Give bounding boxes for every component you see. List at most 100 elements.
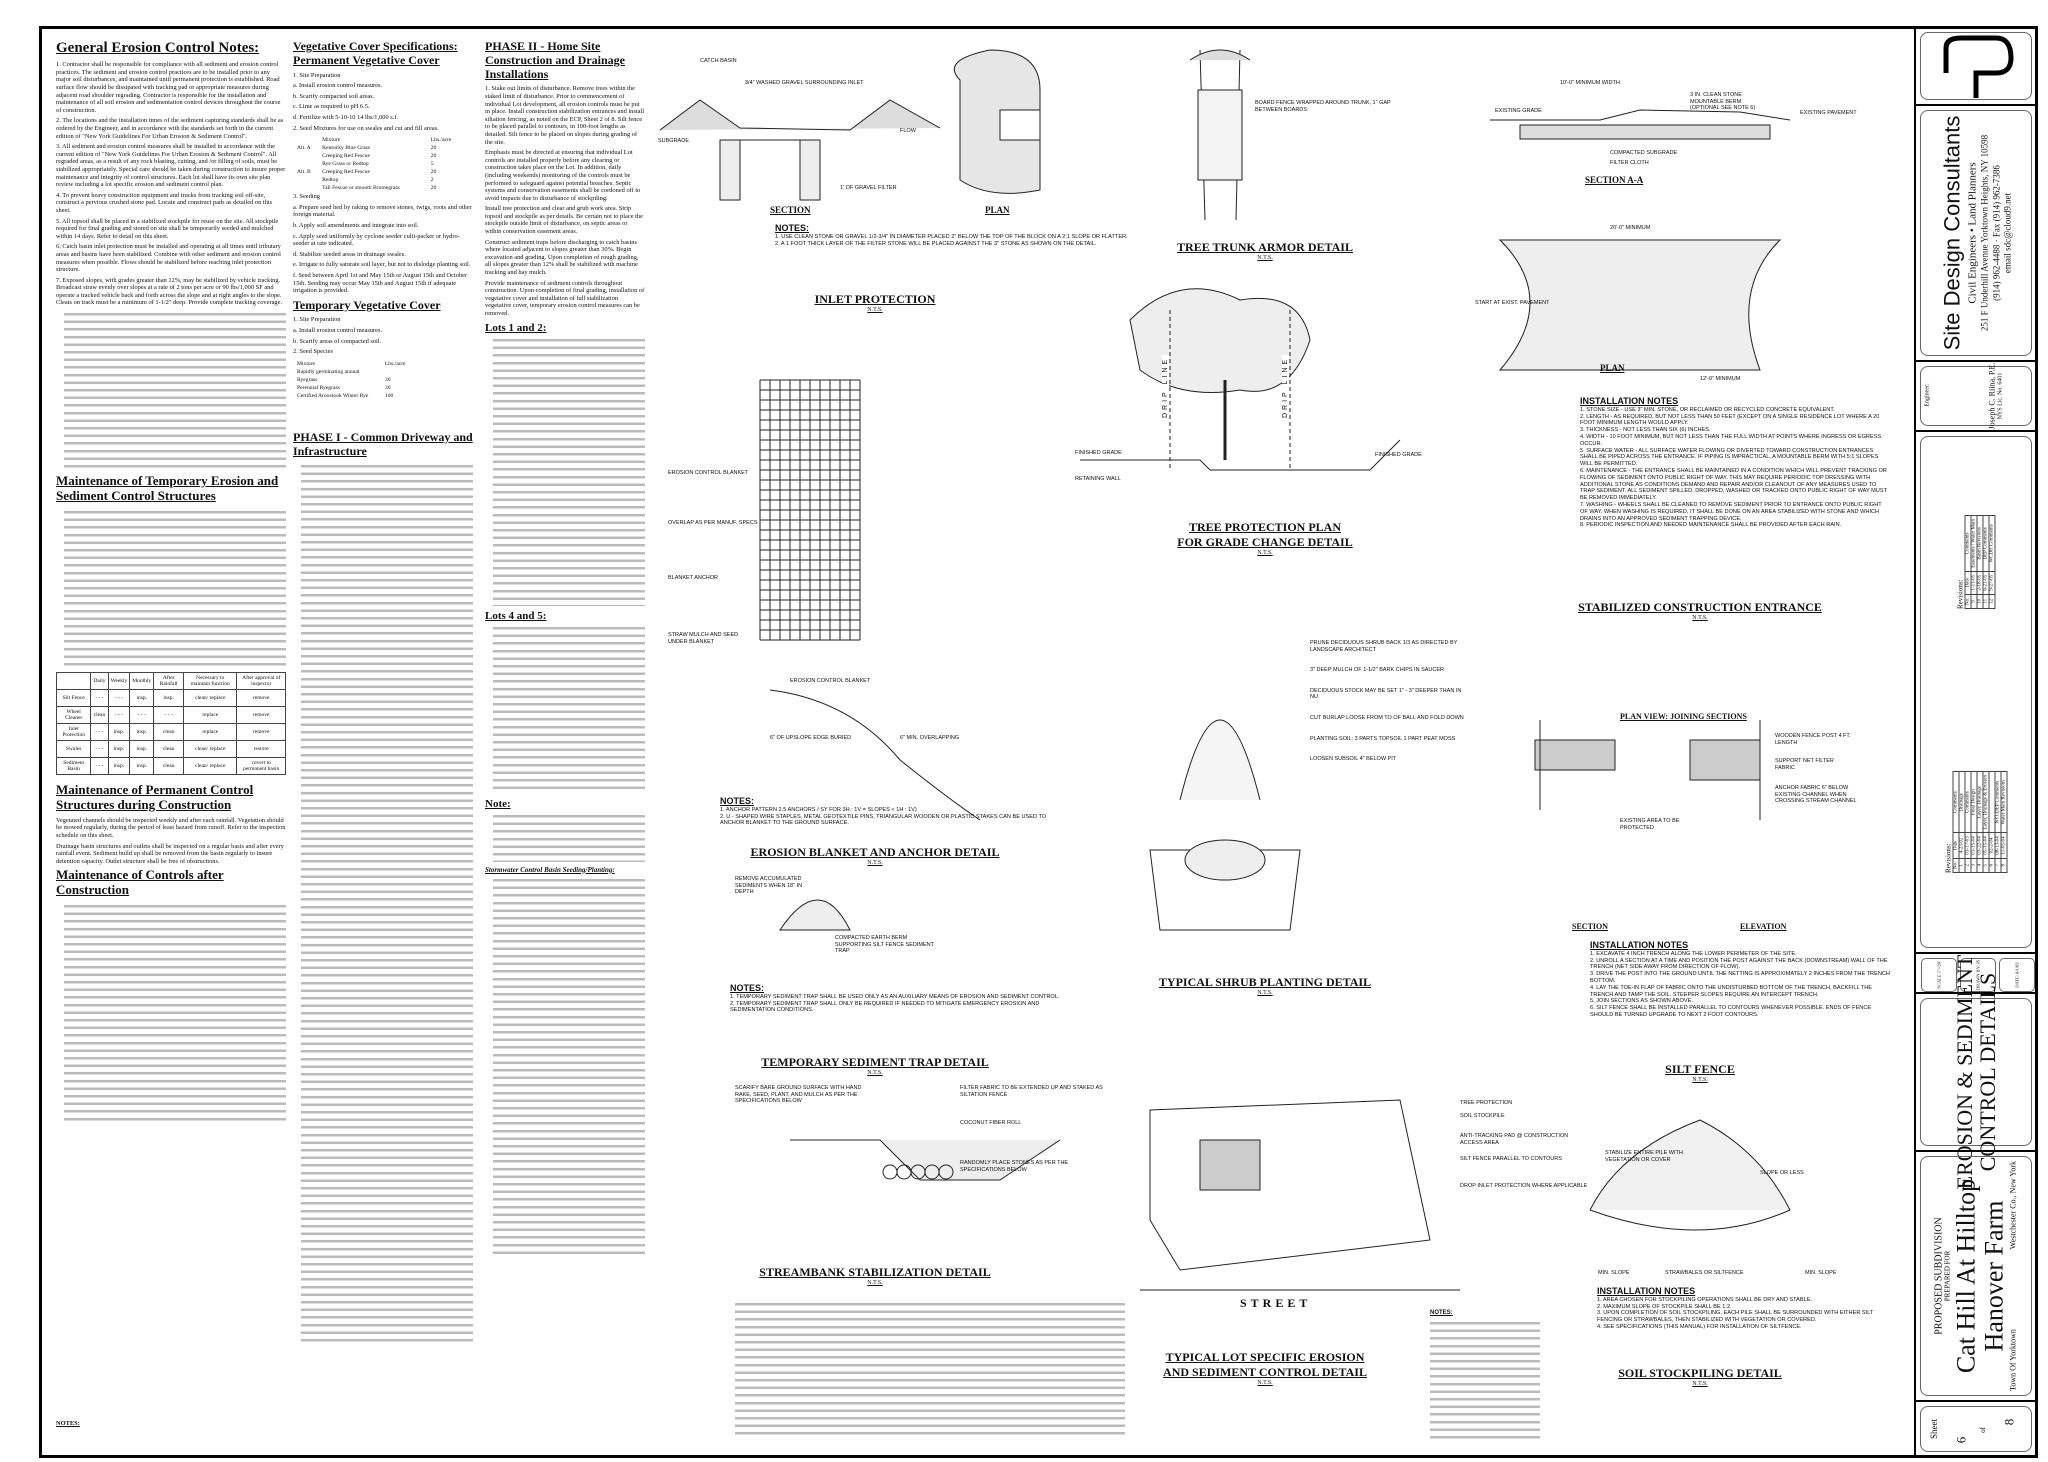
label: 10'-0" MINIMUM WIDTH bbox=[1560, 80, 1620, 86]
revisions-label: Revisions: bbox=[1956, 579, 1965, 610]
text-line: 6. SILT FENCE SHALL BE INSTALLED PARALLE… bbox=[1590, 1005, 1872, 1018]
text-line: 8. PERIODIC INSPECTION AND NEEDED MAINTE… bbox=[1580, 522, 1842, 529]
label: 20'-0" MINIMUM bbox=[1610, 225, 1651, 231]
table-cell: Creeping Red Fescue bbox=[322, 153, 370, 160]
text-line: d. Stabilize seeded areas in drainage sw… bbox=[293, 250, 406, 258]
engineer-name: Joseph C. Riina, P.E. bbox=[1987, 362, 1997, 430]
lots45-heading: Lots 4 and 5: bbox=[485, 609, 547, 622]
text-line: 7. Exposed slopes, with grades greater t… bbox=[56, 276, 283, 307]
text-line: 2. Seed Mixtures for use on swales and c… bbox=[293, 124, 439, 132]
table-cell: Alt. A bbox=[297, 145, 311, 152]
drip-line-label: DRIP LINE bbox=[1282, 354, 1289, 420]
table-cell: Creeping Red Fescue bbox=[322, 169, 370, 176]
company-box: Site Design Consultants Civil Engineers … bbox=[1914, 104, 2038, 362]
text-line: Install tree protection and clear and gr… bbox=[485, 205, 643, 236]
label: FINISHED GRADE bbox=[1075, 450, 1122, 456]
text-block bbox=[493, 875, 645, 1256]
table-cell: covert to permanent basin bbox=[236, 756, 286, 775]
label: STABILIZE ENTIRE PILE WITH VEGETATION OR… bbox=[1605, 1150, 1683, 1163]
text-line: 5. JOIN SECTIONS AS SHOWN ABOVE. bbox=[1590, 998, 1693, 1005]
lots12-heading: Lots 1 and 2: bbox=[485, 321, 547, 334]
table-cell: Water Main Revisions bbox=[2001, 771, 2007, 833]
company-tagline: Civil Engineers • Land Planners bbox=[1966, 162, 1978, 304]
shrub-labels: PRUNE DECIDUOUS SHRUB BACK 1/3 AS DIRECT… bbox=[1310, 640, 1464, 763]
table-cell: Alt. B bbox=[297, 169, 311, 176]
table-cell: 20 bbox=[430, 169, 437, 176]
section-label: SECTION A-A bbox=[1585, 175, 1644, 185]
text-line: a. Prepare seed bed by raking to remove … bbox=[293, 203, 472, 219]
company-address: 251 F Underhill Avenue Yorktown Heights,… bbox=[1979, 134, 1990, 332]
lot-labels: TREE PROTECTION SOIL STOCKPILE ANTI-TRAC… bbox=[1460, 1100, 1588, 1189]
table-cell: Certified Aroostook Winter Rye bbox=[297, 392, 369, 399]
text-line: 5. All topsoil shall be placed in a stab… bbox=[56, 217, 279, 240]
table-cell: clean/ replace bbox=[183, 756, 238, 775]
table-cell: Ryegrass bbox=[297, 376, 318, 383]
label: COCONUT FIBER ROLL bbox=[960, 1120, 1022, 1126]
section-label: SECTION bbox=[1572, 922, 1609, 931]
company-name: Site Design Consultants bbox=[1939, 115, 1965, 351]
label: STRAWBALES OR SILTFENCE bbox=[1665, 1270, 1744, 1276]
table-cell: 20 bbox=[430, 145, 437, 152]
general-notes-heading: General Erosion Control Notes: bbox=[56, 40, 260, 56]
label: FLOW bbox=[900, 128, 916, 134]
engineer-label: Engineer: bbox=[1924, 383, 1931, 407]
engineer-license: NYS Lic. No. 6401 bbox=[1997, 372, 2004, 420]
label: START AT EXIST. PAVEMENT bbox=[1475, 300, 1550, 306]
text-block bbox=[301, 462, 473, 1343]
text-line: 6. Catch basin inlet protection must be … bbox=[56, 243, 281, 274]
fiber-roll bbox=[938, 1164, 954, 1180]
table-cell: 11-05-04 bbox=[2001, 832, 2007, 859]
text-line: 1. STONE SIZE - USE 3" MIN. STONE, OR RE… bbox=[1580, 406, 1835, 413]
text-line: b. Scarify areas of compacted soil. bbox=[293, 337, 382, 345]
drip-line-label: DRIP LINE bbox=[1162, 354, 1169, 420]
label: BOARD FENCE WRAPPED AROUND TRUNK, 1" GAP… bbox=[1255, 100, 1391, 113]
vegetative-cover-column: Vegetative Cover Specifications: Permane… bbox=[293, 39, 473, 1346]
table-cell: 01-15-04 bbox=[1971, 832, 1977, 859]
label: MIN. SLOPE bbox=[1598, 1270, 1630, 1276]
table-cell: Rye Grass or Redtop bbox=[322, 161, 369, 168]
text-line: b. Apply soil amendments and integrate i… bbox=[293, 221, 419, 229]
text-line: c. Apply seed uniformly by cyclone seede… bbox=[293, 232, 460, 248]
inlet-notes: NOTES:1. USE CLEAN STONE OR GRAVEL 1/2-3… bbox=[775, 223, 1128, 247]
perm-veg-heading: Permanent Vegetative Cover bbox=[293, 52, 440, 67]
text-line: 6. MAINTENANCE - THE ENTRANCE SHALL BE M… bbox=[1580, 467, 1887, 502]
table-cell: 03-22-04 bbox=[1977, 832, 1983, 859]
text-line: Provide maintenance of sediment controls… bbox=[485, 279, 645, 318]
table-cell: 05-15-04 bbox=[1983, 832, 1989, 859]
label: 1' OF GRAVEL FILTER bbox=[840, 185, 897, 191]
notes-label: NOTES: bbox=[56, 1420, 80, 1427]
label: RETAINING WALL bbox=[1075, 476, 1121, 482]
text-line: c. Lime as required to pH 6.5. bbox=[293, 103, 370, 111]
scale-text: SCALE 1"=20' bbox=[1936, 961, 1942, 989]
label: FILTER CLOTH bbox=[1610, 160, 1649, 166]
text-line: 2. LENGTH - AS REQUIRED, BUT NOT LESS TH… bbox=[1580, 413, 1880, 427]
sheet-number-box: Sheet 6 of 8 bbox=[1914, 1400, 2038, 1458]
label: WOODEN FENCE POST 4 FT. LENGTH bbox=[1775, 733, 1851, 746]
fiber-roll bbox=[882, 1164, 898, 1180]
text-line: 5. SURFACE WATER - ALL SURFACE WATER FLO… bbox=[1580, 447, 1879, 468]
table-cell: Lbs./acre bbox=[384, 360, 406, 367]
label: RANDOMLY PLACE STONES AS PER THE SPECIFI… bbox=[960, 1160, 1069, 1173]
table-cell: 2 bbox=[430, 177, 434, 184]
label: 6" MIN. OVERLAPPING bbox=[900, 735, 960, 741]
table-cell: WCDH Comments bbox=[1989, 515, 1995, 572]
